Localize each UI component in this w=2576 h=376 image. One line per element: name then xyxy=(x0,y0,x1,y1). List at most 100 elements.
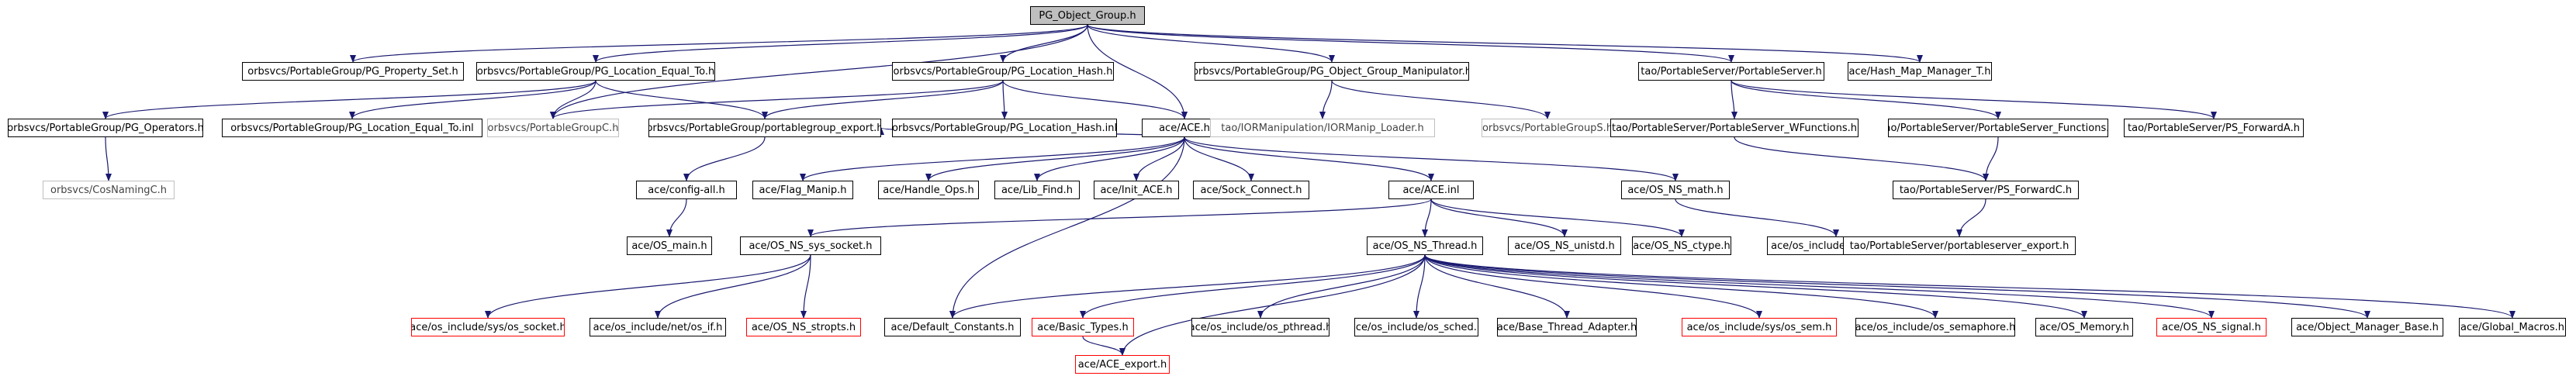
edge-aceh-to-aceinl xyxy=(1184,136,1434,181)
edge-aceh-to-flagmanip xyxy=(800,136,1185,181)
edge-lochash-to-aceh xyxy=(1002,80,1188,119)
node-semaphore[interactable]: ace/os_include/os_semaphore.h xyxy=(1855,318,2015,336)
edge-basictypes-to-aceexport xyxy=(1082,336,1125,356)
node-syssem[interactable]: ace/os_include/sys/os_sem.h xyxy=(1682,318,1837,336)
edge-pgexport-to-configall xyxy=(683,136,766,181)
node-root[interactable]: PG_Object_Group.h xyxy=(1030,6,1145,25)
edge-lochash-to-lochashinl xyxy=(1001,80,1008,119)
node-osmemory[interactable]: ace/OS_Memory.h xyxy=(2035,318,2133,336)
node-pgexport[interactable]: orbsvcs/PortableGroup/portablegroup_expo… xyxy=(648,119,881,137)
node-ctype[interactable]: ace/OS_NS_ctype.h xyxy=(1632,236,1731,255)
node-propset[interactable]: orbsvcs/PortableGroup/PG_Property_Set.h xyxy=(242,62,464,81)
node-pswf[interactable]: tao/PortableServer/PortableServer_WFunct… xyxy=(1610,119,1859,137)
edge-root-to-loceq xyxy=(593,24,1088,63)
node-ogm[interactable]: orbsvcs/PortableGroup/PG_Object_Group_Ma… xyxy=(1195,62,1469,81)
edge-syssocket-to-stropts xyxy=(800,254,811,319)
node-pgc[interactable]: orbsvcs/PortableGroupC.h xyxy=(487,119,619,137)
edge-syssocket-to-netif xyxy=(655,254,811,319)
edge-aceh-to-defconst xyxy=(949,136,1185,319)
edge-psf-to-psfc xyxy=(1983,136,1999,181)
edge-loceq-to-pgops xyxy=(102,80,596,119)
edge-aceinl-to-unistd xyxy=(1430,198,1568,237)
node-objmgr[interactable]: ace/Object_Manager_Base.h xyxy=(2291,318,2443,336)
edge-root-to-pgc xyxy=(550,24,1088,119)
node-osmain[interactable]: ace/OS_main.h xyxy=(627,236,712,255)
edge-osthread-to-semaphore xyxy=(1424,254,1938,319)
edge-osthread-to-globalmacros xyxy=(1424,254,2515,319)
node-flagmanip[interactable]: ace/Flag_Manip.h xyxy=(752,181,853,199)
node-basictypes[interactable]: ace/Basic_Types.h xyxy=(1032,318,1134,336)
node-sockconnect[interactable]: ace/Sock_Connect.h xyxy=(1193,181,1309,199)
edge-osthread-to-signal xyxy=(1424,254,2215,319)
node-psf[interactable]: tao/PortableServer/PortableServer_Functi… xyxy=(1888,119,2108,137)
edge-osthread-to-basictypes xyxy=(1080,254,1426,319)
node-pthread[interactable]: ace/os_include/os_pthread.h xyxy=(1191,318,1329,336)
node-ps[interactable]: tao/PortableServer/PortableServer.h xyxy=(1638,62,1824,81)
node-defconst[interactable]: ace/Default_Constants.h xyxy=(884,318,1021,336)
node-aceinl[interactable]: ace/ACE.inl xyxy=(1388,181,1474,199)
edge-syssocket-to-ossocket xyxy=(485,254,811,319)
edge-configall-to-osmain xyxy=(666,198,687,237)
node-initace[interactable]: ace/Init_ACE.h xyxy=(1094,181,1179,199)
node-basethread[interactable]: ace/Base_Thread_Adapter.h xyxy=(1497,318,1637,336)
node-handleops[interactable]: ace/Handle_Ops.h xyxy=(878,181,979,199)
edge-osthread-to-osmemory xyxy=(1424,254,2087,319)
node-netif[interactable]: ace/os_include/net/os_if.h xyxy=(590,318,726,336)
node-osthread[interactable]: ace/OS_NS_Thread.h xyxy=(1367,236,1483,255)
node-pgs[interactable]: orbsvcs/PortableGroupS.h xyxy=(1482,119,1613,137)
node-ossocket[interactable]: ace/os_include/sys/os_socket.h xyxy=(411,318,565,336)
edge-aceh-to-osmath xyxy=(1184,136,1679,181)
node-globalmacros[interactable]: ace/Global_Macros.h xyxy=(2459,318,2566,336)
node-syssocket[interactable]: ace/OS_NS_sys_socket.h xyxy=(740,236,881,255)
node-psfc[interactable]: tao/PortableServer/PS_ForwardC.h xyxy=(1893,181,2079,199)
edge-root-to-aceh xyxy=(1087,24,1188,119)
edge-lochash-to-pgexport xyxy=(762,80,1004,119)
edge-aceinl-to-osthread xyxy=(1422,198,1432,237)
node-stropts[interactable]: ace/OS_NS_stropts.h xyxy=(746,318,861,336)
edge-osthread-to-objmgr xyxy=(1424,254,2370,319)
edge-pswf-to-psfc xyxy=(1734,136,1989,181)
node-iorloader[interactable]: tao/IORManipulation/IORManip_Loader.h xyxy=(1210,119,1435,137)
edge-osmath-to-incmath xyxy=(1675,198,1839,237)
edge-root-to-ogm xyxy=(1087,24,1335,63)
node-lochash[interactable]: orbsvcs/PortableGroup/PG_Location_Hash.h xyxy=(892,62,1114,81)
node-loceqinl[interactable]: orbsvcs/PortableGroup/PG_Location_Equal_… xyxy=(222,119,482,137)
edge-loceq-to-pgexport xyxy=(595,80,768,119)
node-osmath[interactable]: ace/OS_NS_math.h xyxy=(1621,181,1730,199)
edge-lochash-to-pgc xyxy=(550,80,1004,119)
edge-ogm-to-pgs xyxy=(1331,80,1551,119)
edge-ps-to-psfa xyxy=(1731,80,2217,119)
node-configall[interactable]: ace/config-all.h xyxy=(636,181,737,199)
node-psfa[interactable]: tao/PortableServer/PS_ForwardA.h xyxy=(2124,119,2304,137)
edge-ogm-to-iorloader xyxy=(1319,80,1333,119)
edge-ps-to-pswf xyxy=(1731,80,1738,119)
edge-aceh-to-libfind xyxy=(1034,136,1185,181)
node-pgops[interactable]: orbsvcs/PortableGroup/PG_Operators.h xyxy=(8,119,203,137)
edge-root-to-ps xyxy=(1087,24,1734,63)
edge-osthread-to-pthread xyxy=(1257,254,1426,319)
edge-osthread-to-defconst xyxy=(949,254,1426,319)
node-psexport[interactable]: tao/PortableServer/portableserver_export… xyxy=(1843,236,2076,255)
edge-loceq-to-loceqinl xyxy=(349,80,596,119)
edge-aceh-to-handleops xyxy=(925,136,1185,181)
node-unistd[interactable]: ace/OS_NS_unistd.h xyxy=(1508,236,1621,255)
node-sched[interactable]: ace/os_include/os_sched.h xyxy=(1354,318,1478,336)
edge-aceh-to-initace xyxy=(1133,136,1185,181)
edge-psfc-to-psexport xyxy=(1956,198,1986,237)
edge-osthread-to-sched xyxy=(1413,254,1426,319)
edge-aceinl-to-syssocket xyxy=(807,198,1432,237)
edge-osthread-to-aceexport xyxy=(1119,254,1426,356)
edge-root-to-lochash xyxy=(1000,24,1088,63)
edge-root-to-propset xyxy=(350,24,1088,63)
node-aceexport[interactable]: ace/ACE_export.h xyxy=(1075,355,1170,374)
node-loceq[interactable]: orbsvcs/PortableGroup/PG_Location_Equal_… xyxy=(476,62,715,81)
edge-osthread-to-basethread xyxy=(1424,254,1570,319)
node-cosnaming[interactable]: orbsvcs/CosNamingC.h xyxy=(43,181,175,199)
edge-ps-to-psf xyxy=(1731,80,2001,119)
node-hashmap[interactable]: ace/Hash_Map_Manager_T.h xyxy=(1848,62,1992,81)
node-libfind[interactable]: ace/Lib_Find.h xyxy=(994,181,1080,199)
node-signal[interactable]: ace/OS_NS_signal.h xyxy=(2156,318,2267,336)
node-lochashinl[interactable]: orbsvcs/PortableGroup/PG_Location_Hash.i… xyxy=(892,119,1117,137)
edge-pgops-to-cosnaming xyxy=(105,136,112,181)
